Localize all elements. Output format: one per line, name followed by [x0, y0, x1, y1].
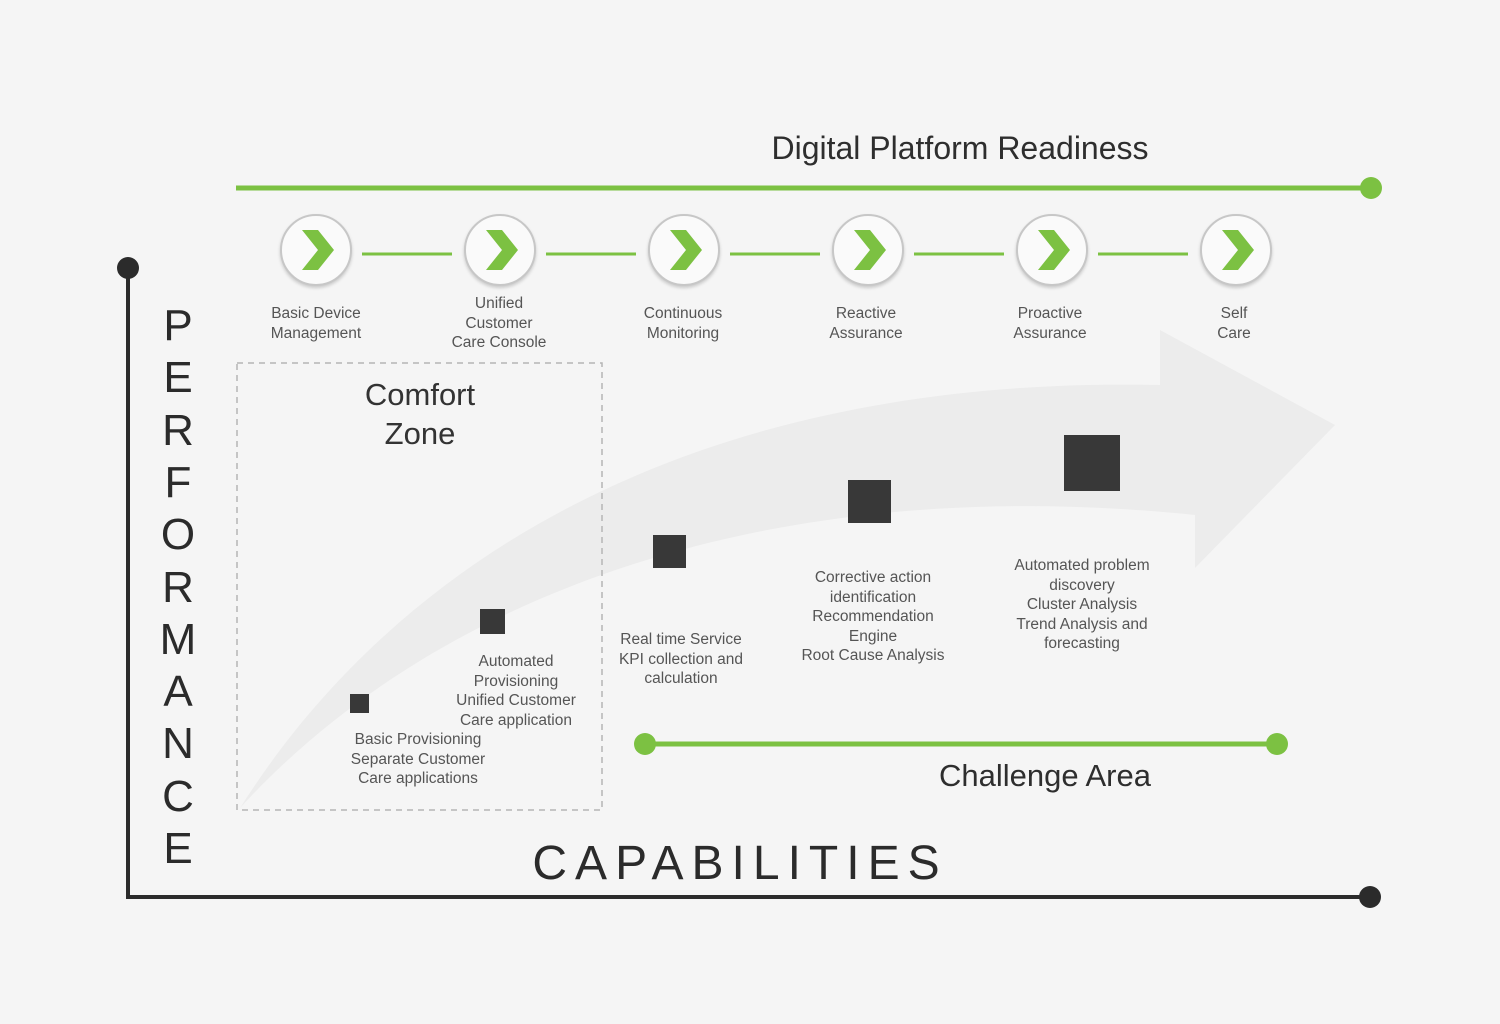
step-label-self-care: Self Care	[1217, 305, 1251, 342]
comfort-zone-title: Comfort Zone	[364, 377, 476, 451]
step-circle-reactive-assurance	[832, 214, 904, 286]
chevron-right-icon	[1038, 230, 1070, 270]
y-axis-label-letter: M	[159, 614, 197, 664]
y-axis-label-letter: E	[163, 353, 193, 403]
capability-label-real-time-kpi: Real time Service KPI collection and cal…	[618, 631, 744, 687]
capability-marker-automated-provisioning	[480, 609, 505, 634]
capability-label-basic-provisioning: Basic Provisioning Separate Customer Car…	[350, 731, 486, 787]
step-circle-unified-customer-care-console	[464, 214, 536, 286]
readiness-line-end-dot	[1360, 177, 1382, 199]
chevron-right-icon	[302, 230, 334, 270]
y-axis-label-letter: P	[163, 301, 193, 350]
capability-marker-automated-problem-discovery	[1064, 435, 1120, 491]
digital-platform-readiness-title: Digital Platform Readiness	[771, 130, 1149, 166]
capability-marker-basic-provisioning	[350, 694, 369, 713]
step-circle-basic-device-management	[280, 214, 352, 286]
step-circle-continuous-monitoring	[648, 214, 720, 286]
step-label-continuous-monitoring: Continuous Monitoring	[643, 305, 723, 342]
challenge-area-start-dot	[634, 733, 656, 755]
capability-marker-corrective-action	[848, 480, 891, 523]
chevron-right-icon	[854, 230, 886, 270]
x-axis-label: CAPABILITIES	[532, 837, 948, 890]
capability-label-corrective-action: Corrective action identification Recomme…	[801, 569, 945, 664]
y-axis-label-letter: E	[163, 824, 193, 873]
capability-label-automated-problem-discovery: Automated problem discovery Cluster Anal…	[1014, 557, 1150, 652]
y-axis-label-letter: R	[162, 405, 194, 455]
comfort-zone-box	[236, 362, 603, 811]
y-axis-label-letter: N	[162, 719, 194, 769]
capability-marker-real-time-kpi	[653, 535, 686, 568]
y-axis-end-dot	[117, 257, 139, 279]
y-axis-label-letter: C	[162, 771, 194, 821]
step-label-unified-customer-care-console: Unified Customer Care Console	[451, 295, 547, 351]
y-axis-label-letter: A	[163, 667, 193, 717]
capability-label-automated-provisioning: Automated Provisioning Unified Customer …	[456, 653, 576, 729]
y-axis-label-letter: F	[164, 457, 192, 507]
growth-arrow	[240, 330, 1335, 808]
chevron-right-icon	[1222, 230, 1254, 270]
y-axis-label-letter: O	[160, 510, 196, 560]
step-label-proactive-assurance: Proactive Assurance	[1013, 305, 1087, 342]
x-axis-end-dot	[1359, 886, 1381, 908]
challenge-area-end-dot	[1266, 733, 1288, 755]
chevron-right-icon	[486, 230, 518, 270]
y-axis-label-letter: R	[162, 562, 194, 612]
step-label-reactive-assurance: Reactive Assurance	[829, 305, 903, 342]
step-circle-self-care	[1200, 214, 1272, 286]
challenge-area-title: Challenge Area	[939, 758, 1151, 793]
step-label-basic-device-management: Basic Device Management	[270, 305, 362, 342]
step-circle-proactive-assurance	[1016, 214, 1088, 286]
chevron-right-icon	[670, 230, 702, 270]
